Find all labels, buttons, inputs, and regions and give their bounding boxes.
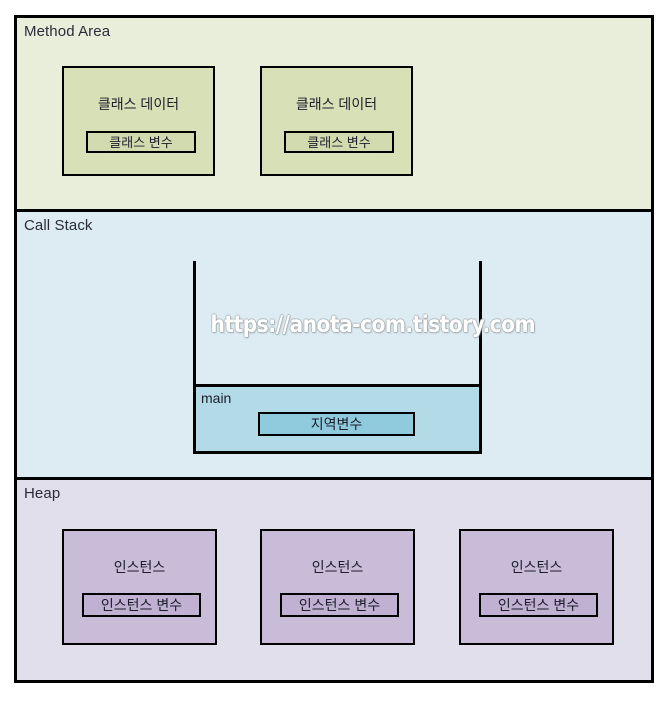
call-stack-container: main 지역변수 (193, 261, 482, 454)
stack-rail-left-line (193, 261, 196, 393)
stack-frame-name: main (201, 390, 232, 406)
instance-variable-chip: 인스턴스 변수 (479, 593, 598, 617)
stack-rail-right-line (479, 261, 482, 393)
region-call-stack: Call Stack main 지역변수 https://anota-com.t… (17, 212, 651, 480)
instance-title: 인스턴스 (311, 559, 364, 575)
region-label-heap: Heap (24, 485, 61, 502)
instance-box: 인스턴스 인스턴스 변수 (260, 529, 415, 645)
class-data-box: 클래스 데이터 클래스 변수 (260, 66, 413, 176)
instance-box: 인스턴스 인스턴스 변수 (459, 529, 614, 645)
region-method-area: Method Area 클래스 데이터 클래스 변수 클래스 데이터 클래스 변… (17, 18, 651, 212)
class-data-box: 클래스 데이터 클래스 변수 (62, 66, 215, 176)
stack-frame-main: main 지역변수 (193, 384, 482, 454)
region-label-call-stack: Call Stack (24, 217, 93, 234)
region-heap: Heap 인스턴스 인스턴스 변수 인스턴스 인스턴스 변수 인스턴스 인스턴스… (17, 480, 651, 680)
local-variable-chip: 지역변수 (258, 412, 415, 436)
class-variable-chip: 클래스 변수 (284, 131, 394, 153)
jvm-memory-frame: Method Area 클래스 데이터 클래스 변수 클래스 데이터 클래스 변… (14, 15, 654, 683)
instance-variable-chip: 인스턴스 변수 (280, 593, 399, 617)
instance-box: 인스턴스 인스턴스 변수 (62, 529, 217, 645)
class-data-title: 클래스 데이터 (295, 96, 378, 112)
instance-title: 인스턴스 (113, 559, 166, 575)
instance-title: 인스턴스 (510, 559, 563, 575)
class-data-title: 클래스 데이터 (97, 96, 180, 112)
instance-variable-chip: 인스턴스 변수 (82, 593, 201, 617)
class-variable-chip: 클래스 변수 (86, 131, 196, 153)
region-label-method-area: Method Area (24, 23, 111, 40)
